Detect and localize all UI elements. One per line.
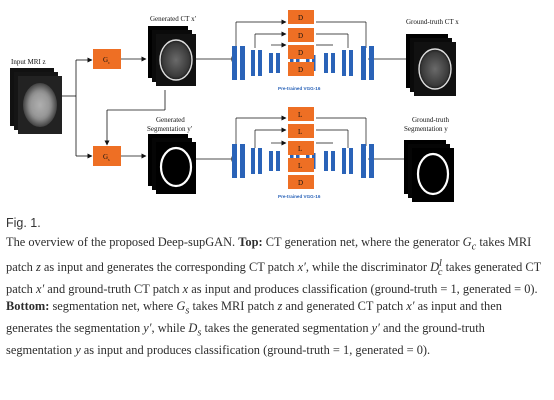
generated-seg-stack (148, 134, 196, 194)
math-gs-sub: s (185, 305, 190, 317)
bottom-vgg-label: Pre-trained VGG-16 (278, 194, 321, 199)
gt-ct-stack (406, 34, 456, 96)
caption-text-run: CT generation net, where the generator (265, 235, 460, 249)
svg-text:c: c (108, 60, 110, 65)
generator-c-label: G (103, 56, 108, 64)
caption-text-run: as input and generates the corresponding… (43, 260, 295, 275)
caption-text-run: and generated CT patch (285, 298, 404, 313)
math-z: z (35, 260, 41, 275)
caption-text-run: takes MRI patch (192, 298, 275, 313)
bottom-disc-label: D (298, 179, 303, 187)
caption-bottom-label: Bottom: (6, 298, 50, 313)
top-disc-4-label: D (298, 66, 303, 74)
caption-text-run: as input and produces classification (gr… (83, 342, 431, 357)
top-network: D D D D Pre-trained VGG-16 (196, 10, 406, 91)
gt-seg-label-line2: Segmentation y (404, 125, 448, 133)
caption-text-run: segmentation net, where (52, 298, 174, 313)
bottom-loss-2-label: L (298, 128, 302, 136)
input-mri-label: Input MRI z (11, 58, 46, 66)
math-x-prime: x′ (297, 260, 306, 275)
top-disc-1 (288, 10, 314, 24)
figure-number: Fig. 1. (6, 216, 41, 230)
svg-text:s: s (108, 157, 110, 162)
bottom-loss-1-label: L (298, 111, 302, 119)
input-mri-stack (10, 68, 62, 134)
generated-seg-label-line2: Segmentation y′ (147, 125, 193, 133)
generator-c-box (93, 49, 121, 69)
caption-text: The overview of the proposed Deep-supGAN… (6, 234, 546, 359)
math-ds-sub: s (197, 327, 202, 339)
math-gc-sub: c (471, 241, 477, 253)
caption-intro: The overview of the proposed Deep-supGAN… (6, 235, 236, 249)
caption-top-label: Top: (238, 235, 263, 249)
generator-s-label: G (103, 153, 108, 161)
generator-s-box (93, 146, 121, 166)
gt-ct-label: Ground-truth CT x (406, 18, 459, 26)
math-y: y (75, 342, 81, 357)
generated-ct-stack (148, 26, 196, 86)
top-vgg-label: Pre-trained VGG-16 (278, 86, 321, 91)
caption-text-run: , while (151, 320, 186, 335)
math-ds: D (188, 320, 198, 335)
gt-seg-label-line1: Ground-truth (412, 116, 449, 124)
math-gc: G (462, 235, 472, 249)
top-disc-2-label: D (298, 32, 303, 40)
caption-text-run: takes MRI patch (6, 235, 532, 275)
caption-text-run: takes generated CT patch (6, 260, 542, 297)
math-dc: D (430, 260, 440, 275)
caption-text-run: , while the discriminator (305, 260, 427, 275)
gt-seg-stack (404, 140, 454, 202)
bottom-loss-3 (288, 141, 314, 155)
math-dc-sub: c (437, 266, 443, 278)
top-disc-2 (288, 28, 314, 42)
math-x-prime: x′ (35, 282, 45, 297)
caption-text-run: and ground-truth CT patch (47, 282, 180, 297)
top-disc-3 (288, 45, 314, 59)
caption-text-run: and the ground-truth segmentation (6, 320, 485, 357)
bottom-loss-3-label: L (298, 145, 302, 153)
bottom-loss-2 (288, 124, 314, 138)
generated-seg-label-line1: Generated (156, 116, 185, 124)
math-gs: G (176, 298, 186, 313)
math-y-prime: y′ (371, 320, 380, 335)
math-y-prime: y′ (143, 320, 152, 335)
math-z: z (277, 298, 283, 313)
caption-text-run: as input and then generates the segmenta… (6, 298, 502, 335)
math-x-prime: x′ (406, 298, 415, 313)
top-disc-3-label: D (298, 49, 303, 57)
top-disc-4 (288, 62, 314, 76)
math-x: x (182, 282, 189, 297)
bottom-loss-4-label: L (298, 162, 302, 170)
bottom-loss-4 (288, 158, 314, 172)
caption-text-run: takes the generated segmentation (204, 320, 369, 335)
caption-text-run: as input and produces classification (gr… (191, 282, 538, 297)
figure-caption: Fig. 1. The overview of the proposed Dee… (6, 216, 546, 359)
bottom-network: L L L L D Pre-trained VGG-16 (196, 107, 404, 199)
generated-ct-label: Generated CT x′ (150, 15, 197, 23)
top-disc-1-label: D (298, 14, 303, 22)
deep-supgan-figure: Input MRI z G c G s Generated CT x′ Gene… (10, 10, 459, 202)
math-dc-sup: l (439, 258, 442, 270)
bottom-loss-1 (288, 107, 314, 121)
bottom-disc (288, 175, 314, 189)
